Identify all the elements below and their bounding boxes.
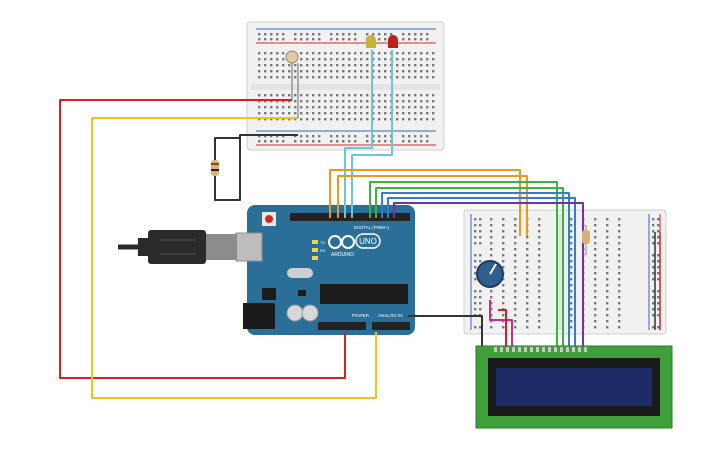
arduino-uno-board: TX RX UNO ARDUINO DIGITAL (PWM~) POWER A… [235, 205, 415, 335]
lcd-pin [548, 347, 551, 352]
wire-magenta-pot [489, 300, 513, 346]
arduino-logo [328, 233, 381, 249]
wire-blue-1 [381, 192, 570, 346]
wire-green-2 [375, 187, 564, 346]
led-yellow [366, 35, 376, 48]
lcd-pin [524, 347, 527, 352]
digital-pins-label: DIGITAL (PWM~) [354, 225, 389, 230]
lcd-pin [554, 347, 557, 352]
lcd-display [475, 345, 673, 429]
digital-header [290, 213, 410, 221]
atmega-chip [320, 284, 408, 304]
wire-black-ground [214, 134, 298, 201]
resistor-sensor [211, 160, 219, 176]
board-model: UNO [359, 237, 377, 246]
wire-purple [393, 202, 584, 346]
wire-orange-2 [337, 175, 528, 236]
resistor-backlight [582, 225, 590, 255]
wires [59, 50, 661, 399]
lcd-pin [542, 347, 545, 352]
lcd-pin [530, 347, 533, 352]
power-header [318, 322, 366, 330]
wire-cyan-2 [351, 50, 393, 218]
power-pins-label: POWER [352, 313, 370, 318]
lcd-pin [584, 347, 587, 352]
lcd-pin [506, 347, 509, 352]
lcd-pin [512, 347, 515, 352]
wire-red-5v [59, 99, 346, 379]
wire-red-rail [498, 309, 507, 346]
board-brand: ARDUINO [331, 252, 354, 258]
lcd-pin [494, 347, 497, 352]
power-jack [243, 303, 275, 329]
photoresistor [285, 50, 299, 118]
usb-port [235, 232, 263, 262]
lcd-pin [572, 347, 575, 352]
lcd-pin [578, 347, 581, 352]
wire-green-1 [369, 181, 558, 346]
wire-blue-2 [387, 197, 576, 346]
usb-cable [118, 230, 237, 264]
analog-header [372, 322, 410, 330]
lcd-pin [500, 347, 503, 352]
right-breadboard [463, 209, 667, 335]
analog-pins-label: ANALOG IN [378, 313, 403, 318]
wire-black-lcd [408, 315, 483, 346]
top-breadboard [246, 21, 445, 151]
lcd-pin [536, 347, 539, 352]
wire-yellow-signal [91, 117, 377, 399]
wire-cyan-1 [344, 50, 373, 218]
rx-label: RX [320, 248, 326, 253]
lcd-pin [518, 347, 521, 352]
potentiometer[interactable] [476, 260, 504, 288]
lcd-pin [566, 347, 569, 352]
tx-label: TX [320, 240, 325, 245]
led-red [388, 35, 398, 48]
lcd-screen [496, 368, 652, 406]
lcd-pin [560, 347, 563, 352]
